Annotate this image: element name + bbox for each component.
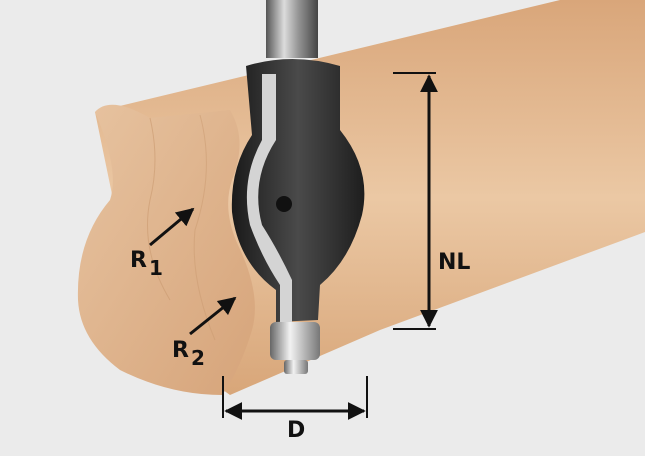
wood-workpiece bbox=[77, 0, 645, 396]
r2-arrow bbox=[189, 296, 237, 336]
r1-label-sub: 1 bbox=[148, 256, 163, 280]
d-dimension bbox=[222, 376, 368, 420]
router-bit bbox=[231, 0, 365, 374]
bit-shank bbox=[266, 0, 318, 58]
d-label: D bbox=[287, 418, 306, 443]
r1-label-main: R bbox=[130, 248, 147, 273]
bearing-screw bbox=[284, 360, 308, 374]
ball-bearing bbox=[270, 322, 320, 360]
cutting-blade bbox=[246, 74, 292, 322]
nl-dimension bbox=[393, 72, 438, 330]
r2-label-main: R bbox=[172, 338, 189, 363]
r1-arrow bbox=[149, 207, 195, 247]
screw-hole bbox=[276, 196, 292, 212]
r2-label-sub: 2 bbox=[190, 346, 205, 370]
nl-label: NL bbox=[438, 250, 471, 275]
